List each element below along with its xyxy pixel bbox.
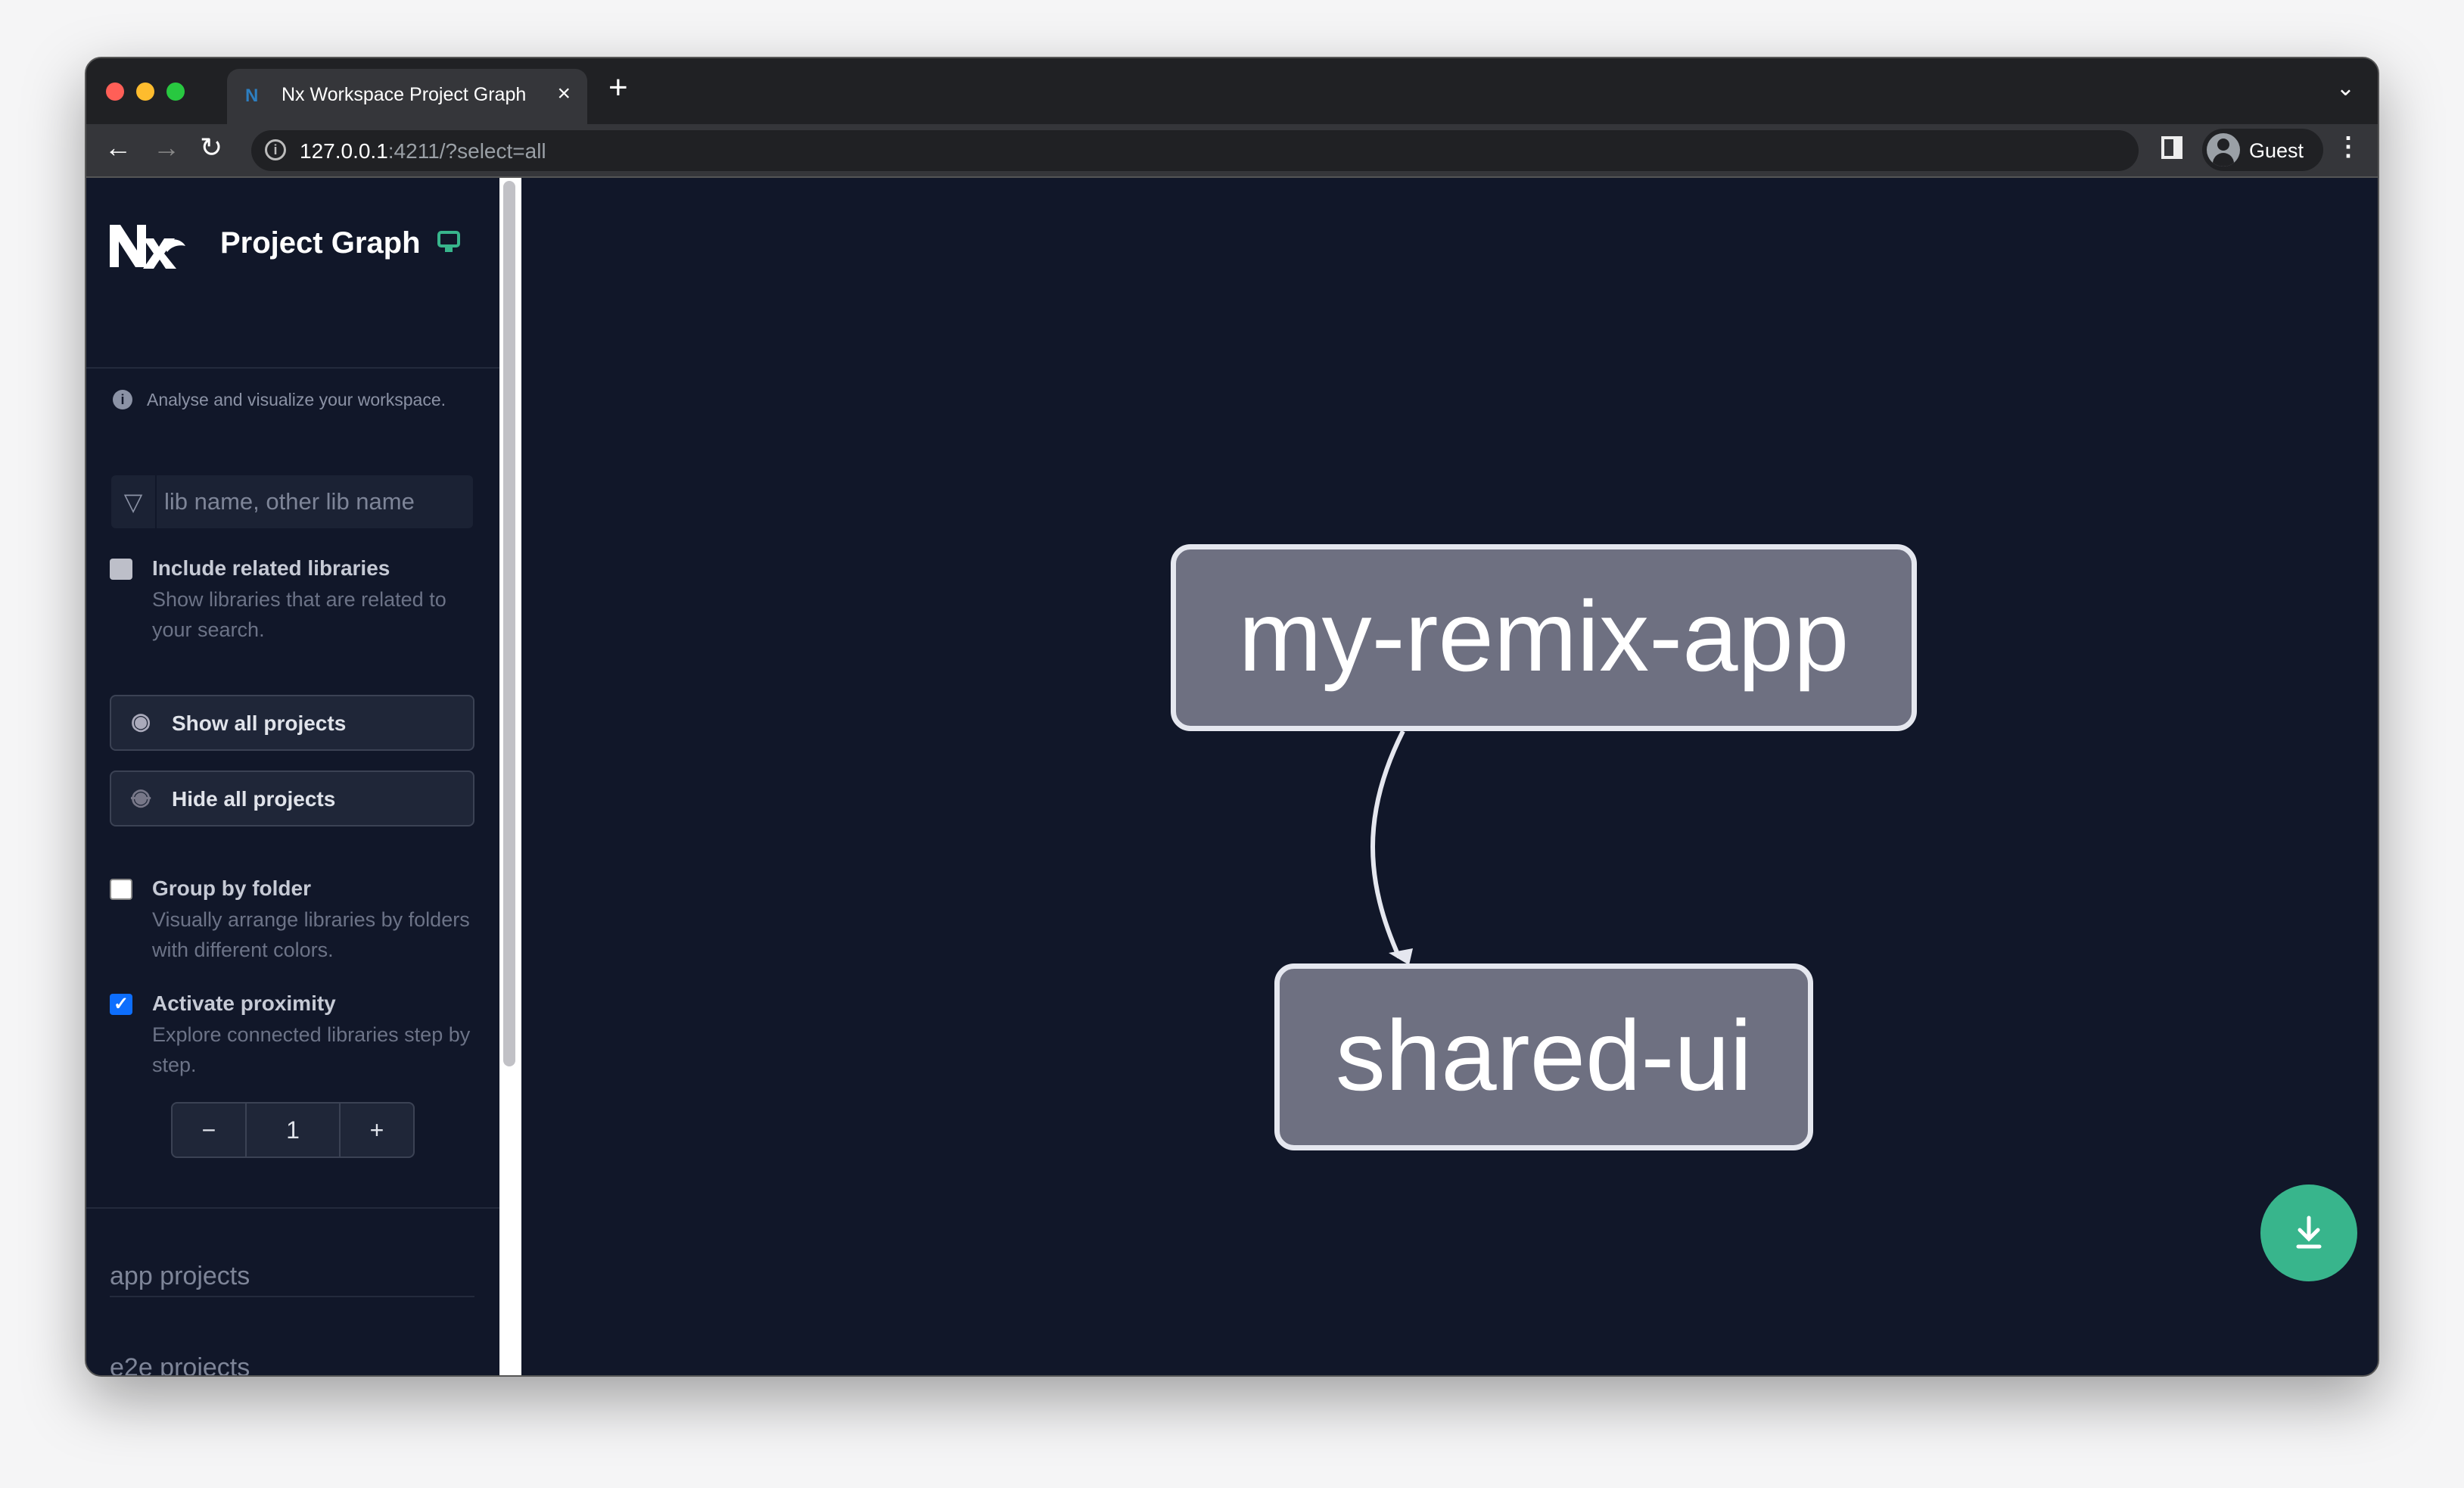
- eye-icon: ◉: [131, 709, 151, 734]
- include-related-checkbox[interactable]: [110, 559, 132, 580]
- browser-tab[interactable]: N Nx Workspace Project Graph ×: [227, 69, 587, 124]
- group-heading-e2e-projects: e2e projects: [110, 1353, 474, 1375]
- scrollbar-thumb[interactable]: [503, 181, 515, 1066]
- browser-window: N Nx Workspace Project Graph × + ⌄ ← → ↻…: [85, 57, 2379, 1377]
- filter-icon: ▽: [111, 475, 157, 528]
- group-heading-app-projects: app projects: [110, 1262, 474, 1297]
- group-by-folder-desc: Visually arrange libraries by folders wi…: [152, 908, 470, 961]
- nx-favicon-icon: N: [245, 86, 259, 106]
- button-label: Show all projects: [172, 711, 347, 735]
- divider: [86, 1207, 499, 1209]
- graph-edges: [1370, 730, 1413, 965]
- address-bar[interactable]: i 127.0.0.1:4211/?select=all: [251, 130, 2139, 171]
- sidebar-scrollbar[interactable]: [499, 178, 521, 1375]
- divider: [86, 367, 499, 369]
- monitor-icon[interactable]: [437, 231, 460, 255]
- address-toolbar: ← → ↻ i 127.0.0.1:4211/?select=all Guest…: [86, 124, 2378, 178]
- tab-bar: N Nx Workspace Project Graph × + ⌄: [86, 58, 2378, 124]
- group-by-folder-checkbox[interactable]: [110, 879, 132, 900]
- button-label: Hide all projects: [172, 787, 336, 811]
- decrement-button[interactable]: −: [173, 1104, 247, 1156]
- profile-label: Guest: [2249, 139, 2304, 162]
- reload-icon[interactable]: ↻: [200, 132, 223, 163]
- increment-button[interactable]: +: [369, 1116, 384, 1144]
- activate-proximity-desc: Explore connected libraries step by step…: [152, 1023, 471, 1076]
- activate-proximity-label: Activate proximity: [152, 991, 336, 1015]
- avatar-icon: [2207, 133, 2240, 167]
- sidebar: Project Graph i Analyse and visualize yo…: [86, 178, 499, 1375]
- graph-node-shared-ui[interactable]: shared-ui: [1274, 963, 1813, 1150]
- info-icon: i: [113, 390, 132, 409]
- nx-logo: [110, 225, 185, 269]
- profile-button[interactable]: Guest: [2202, 129, 2323, 171]
- graph-canvas[interactable]: my-remix-app shared-ui: [521, 178, 2378, 1375]
- close-tab-icon[interactable]: ×: [557, 81, 571, 106]
- graph-node-my-remix-app[interactable]: my-remix-app: [1171, 544, 1917, 731]
- url-text: 127.0.0.1:4211/?select=all: [300, 139, 546, 163]
- page-title: Project Graph: [220, 226, 421, 260]
- proximity-value[interactable]: 1: [247, 1104, 341, 1156]
- proximity-stepper: − 1 +: [171, 1102, 415, 1158]
- tab-title: Nx Workspace Project Graph: [282, 84, 527, 105]
- back-icon[interactable]: ←: [104, 132, 132, 163]
- side-panel-icon[interactable]: [2161, 136, 2182, 159]
- tab-search-chevron-icon[interactable]: ⌄: [2335, 76, 2355, 101]
- new-tab-icon[interactable]: +: [608, 69, 628, 106]
- menu-kebab-icon[interactable]: ⋮: [2335, 132, 2361, 161]
- include-related-desc: Show libraries that are related to your …: [152, 588, 446, 641]
- activate-proximity-checkbox[interactable]: ✓: [110, 994, 132, 1015]
- info-text: Analyse and visualize your workspace.: [147, 390, 446, 409]
- hide-all-projects-button[interactable]: ◉ Hide all projects: [110, 770, 474, 826]
- arrowhead-icon: [1389, 948, 1413, 965]
- search-input[interactable]: [164, 486, 467, 518]
- maximize-window-button[interactable]: [166, 82, 185, 101]
- show-all-projects-button[interactable]: ◉ Show all projects: [110, 695, 474, 751]
- dependency-edge[interactable]: [1370, 730, 1405, 959]
- include-related-label: Include related libraries: [152, 556, 390, 580]
- site-info-icon[interactable]: i: [265, 139, 286, 160]
- download-icon: [2296, 1216, 2322, 1249]
- minimize-window-button[interactable]: [136, 82, 154, 101]
- group-by-folder-label: Group by folder: [152, 876, 311, 900]
- download-button[interactable]: [2260, 1184, 2357, 1281]
- forward-icon[interactable]: →: [153, 132, 180, 163]
- eye-slash-icon: ◉: [131, 785, 151, 810]
- close-window-button[interactable]: [106, 82, 124, 101]
- search-field[interactable]: ▽: [111, 475, 473, 528]
